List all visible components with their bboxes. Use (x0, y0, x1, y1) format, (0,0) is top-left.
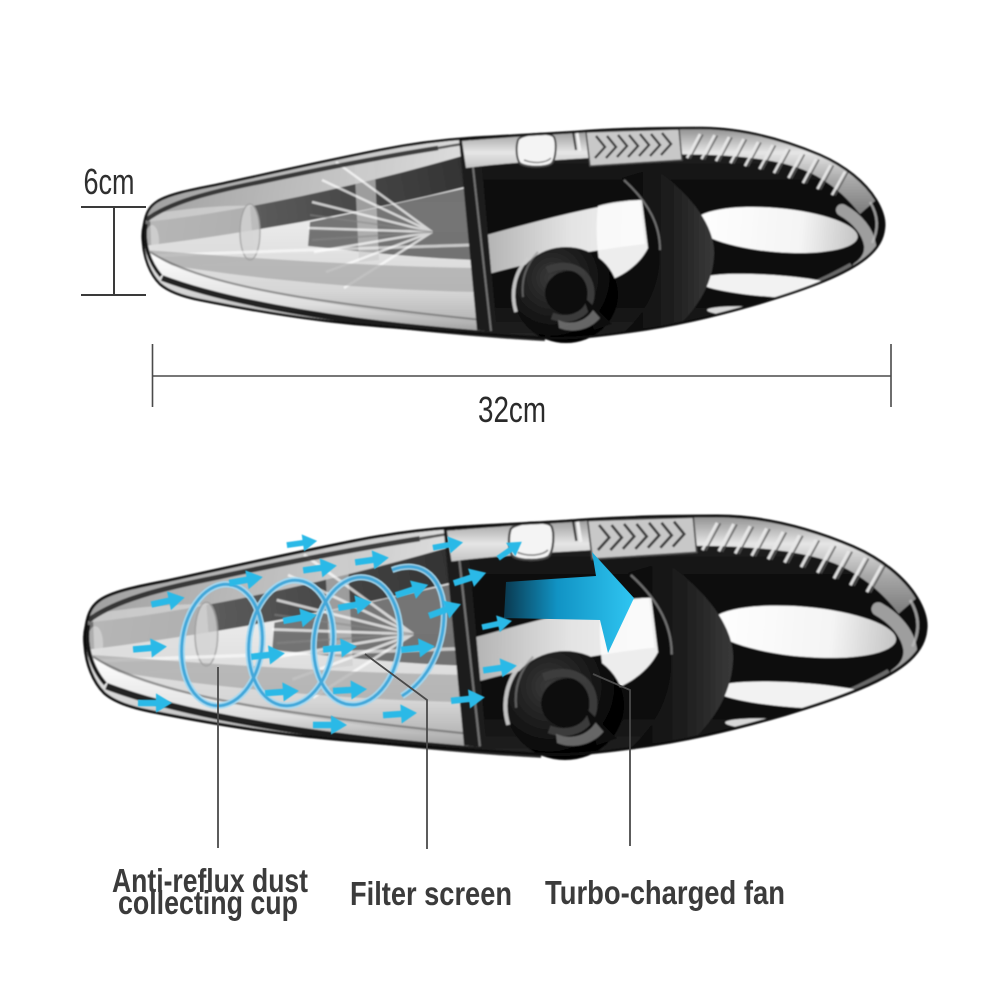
svg-text:Turbo-charged fan: Turbo-charged fan (545, 874, 785, 911)
svg-text:32cm: 32cm (478, 389, 546, 430)
svg-text:6cm: 6cm (84, 161, 135, 202)
svg-text:Anti-reflux dust: Anti-reflux dust (112, 862, 308, 899)
svg-text:Filter screen: Filter screen (350, 875, 512, 912)
svg-text:collecting cup: collecting cup (118, 884, 298, 921)
